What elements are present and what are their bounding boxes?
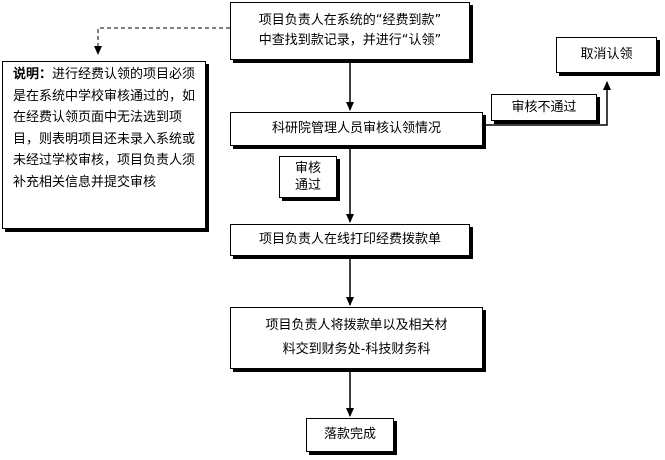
step-submit-line1: 项目负责人将拨款单以及相关材 bbox=[265, 318, 448, 333]
arrow-review-to-cancel bbox=[485, 81, 611, 126]
step-claim-line1: 项目负责人在系统的“经费到款” bbox=[258, 13, 442, 28]
step-done: 落款完成 bbox=[306, 418, 394, 452]
note-title: 说明： bbox=[13, 67, 53, 82]
cancel-claim-label: 取消认领 bbox=[580, 47, 633, 62]
step-submit-line2: 料交到财务处-科技财务科 bbox=[282, 342, 431, 357]
label-review-fail-text: 审核不通过 bbox=[511, 99, 577, 115]
step-review: 科研院管理人员审核认领情况 bbox=[230, 112, 483, 146]
label-review-fail: 审核不通过 bbox=[491, 94, 597, 121]
label-review-pass: 审核 通过 bbox=[279, 156, 337, 198]
dashed-connector bbox=[94, 27, 230, 55]
step-submit: 项目负责人将拨款单以及相关材 料交到财务处-科技财务科 bbox=[230, 307, 483, 369]
note-body: 进行经费认领的项目必须是在系统中学校审核通过的，如在经费认领页面中无法选到项目，… bbox=[13, 67, 196, 190]
note-box: 说明：进行经费认领的项目必须是在系统中学校审核通过的，如在经费认领页面中无法选到… bbox=[2, 61, 206, 229]
step-done-text: 落款完成 bbox=[323, 427, 376, 442]
cancel-claim-box: 取消认领 bbox=[556, 37, 657, 73]
step-print-text: 项目负责人在线打印经费拨款单 bbox=[258, 232, 441, 247]
step-print: 项目负责人在线打印经费拨款单 bbox=[230, 224, 470, 256]
step-claim-line2: 中查找到款记录，并进行“认领” bbox=[258, 33, 442, 48]
step-review-text: 科研院管理人员审核认领情况 bbox=[271, 121, 441, 136]
label-review-pass-line2: 通过 bbox=[294, 178, 321, 193]
step-claim: 项目负责人在系统的“经费到款” 中查找到款记录，并进行“认领” bbox=[230, 2, 470, 60]
label-review-pass-line1: 审核 bbox=[294, 161, 321, 176]
